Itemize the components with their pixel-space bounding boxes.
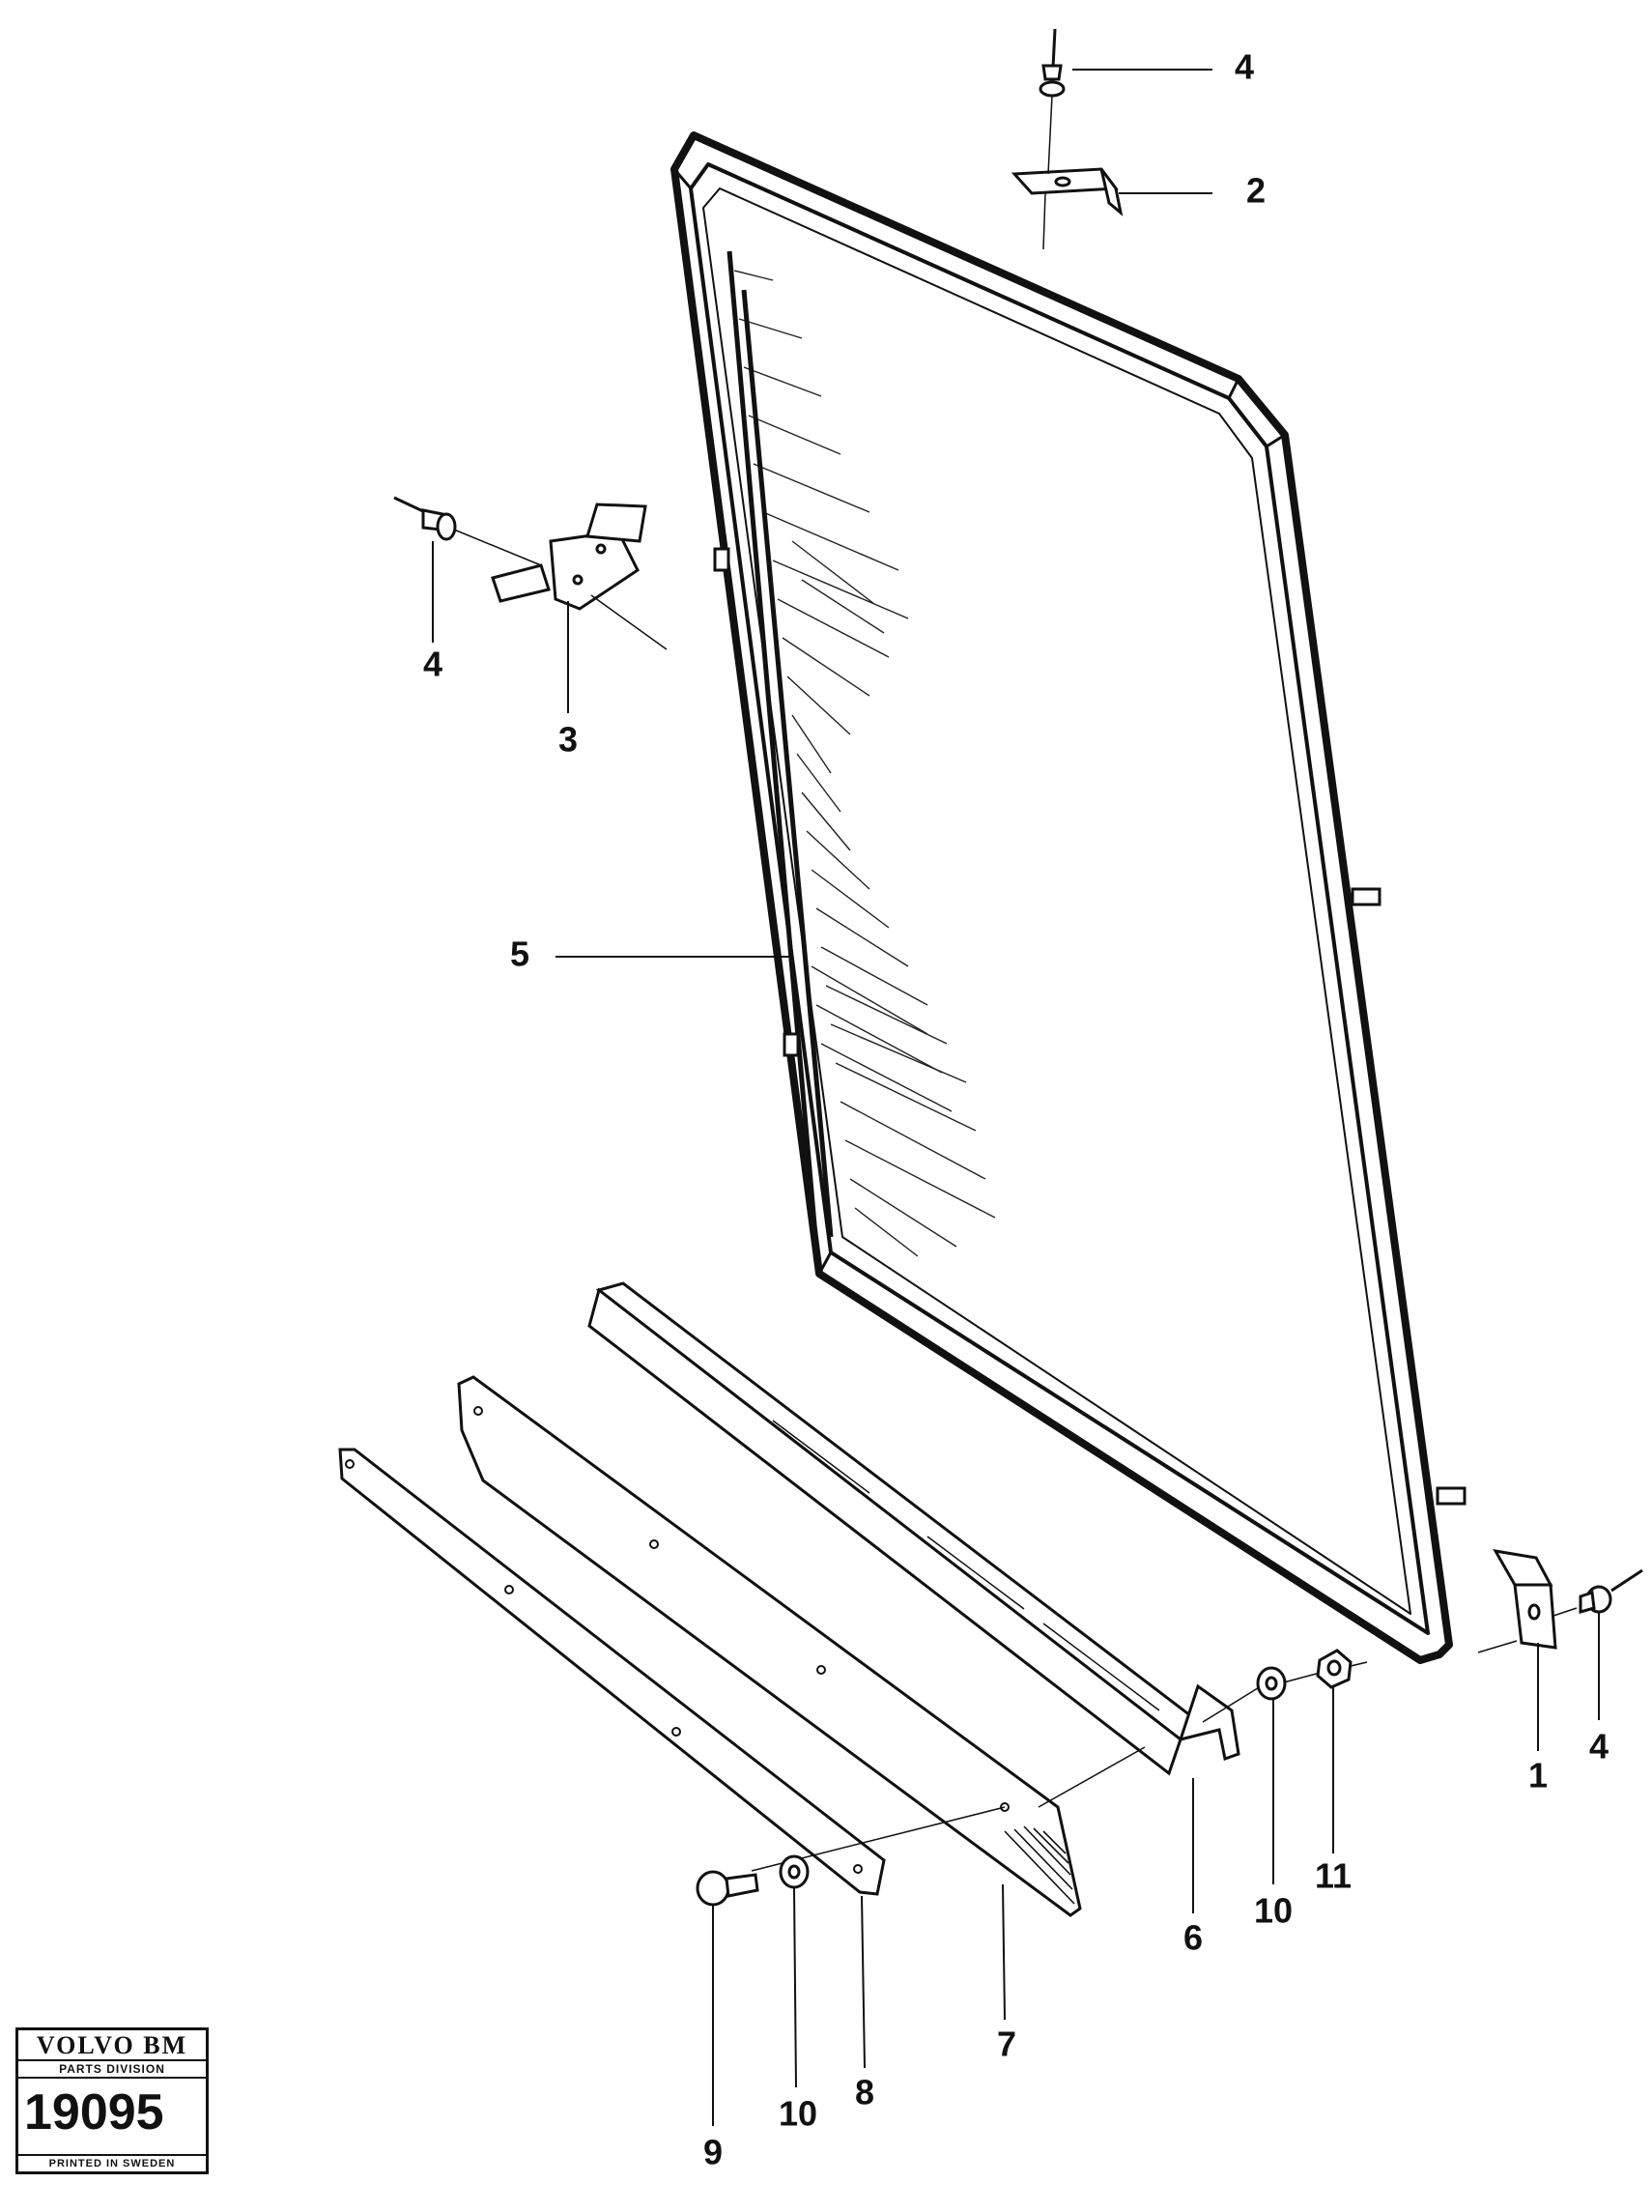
callout-5: 5 bbox=[510, 934, 529, 974]
axis-line-bracket-1 bbox=[1477, 1640, 1518, 1653]
flat-bar-8-holes bbox=[345, 1459, 863, 1874]
callout-4-top: 4 bbox=[1235, 47, 1254, 87]
channel-6-shade bbox=[772, 1420, 1160, 1711]
window-frame bbox=[670, 131, 1453, 1664]
strip-7-holes bbox=[473, 1406, 1010, 1812]
strip-7-shade bbox=[1004, 1825, 1075, 1905]
glass-shading bbox=[733, 270, 996, 1257]
callout-4-right: 4 bbox=[1589, 1727, 1609, 1767]
callout-10-upper: 10 bbox=[1254, 1891, 1293, 1931]
nut-11 bbox=[1316, 1649, 1353, 1689]
callout-4-left: 4 bbox=[423, 645, 442, 684]
bolt-9 bbox=[696, 1870, 759, 1907]
callout-6: 6 bbox=[1183, 1918, 1203, 1958]
washer-10-upper bbox=[1256, 1666, 1287, 1701]
channel-6 bbox=[587, 1281, 1240, 1776]
bracket-2 bbox=[1011, 167, 1124, 216]
stamp-footer: PRINTED IN SWEDEN bbox=[18, 2154, 206, 2171]
leader-lines bbox=[432, 69, 1600, 2126]
axis-line-hinge bbox=[590, 594, 668, 650]
screw-top bbox=[1039, 28, 1066, 175]
callout-10-lower: 10 bbox=[779, 2094, 817, 2134]
callout-3: 3 bbox=[558, 720, 578, 760]
washer-10-lower bbox=[779, 1854, 810, 1889]
frame-tabs bbox=[713, 547, 1467, 1506]
callout-8: 8 bbox=[855, 2073, 874, 2112]
hinge-3 bbox=[491, 503, 647, 611]
callout-9: 9 bbox=[703, 2133, 723, 2172]
stamp-brand: VOLVO BM bbox=[36, 2031, 188, 2059]
callout-7: 7 bbox=[997, 2025, 1016, 2064]
screw-right bbox=[1552, 1568, 1643, 1617]
screw-hinge bbox=[393, 496, 542, 566]
axis-line-top bbox=[1042, 192, 1046, 250]
callout-11: 11 bbox=[1315, 1856, 1352, 1896]
stamp-division: PARTS DIVISION bbox=[18, 2059, 206, 2079]
stamp-number: 19095 bbox=[24, 2084, 164, 2140]
callout-1: 1 bbox=[1528, 1756, 1548, 1795]
callout-2: 2 bbox=[1246, 171, 1266, 211]
flat-bar-8 bbox=[338, 1448, 886, 1896]
glass-shading-dark bbox=[726, 250, 834, 1248]
parts-stamp: VOLVO BM PARTS DIVISION 19095 PRINTED IN… bbox=[15, 2027, 209, 2174]
strip-7 bbox=[457, 1375, 1082, 1917]
bracket-1 bbox=[1493, 1549, 1557, 1650]
